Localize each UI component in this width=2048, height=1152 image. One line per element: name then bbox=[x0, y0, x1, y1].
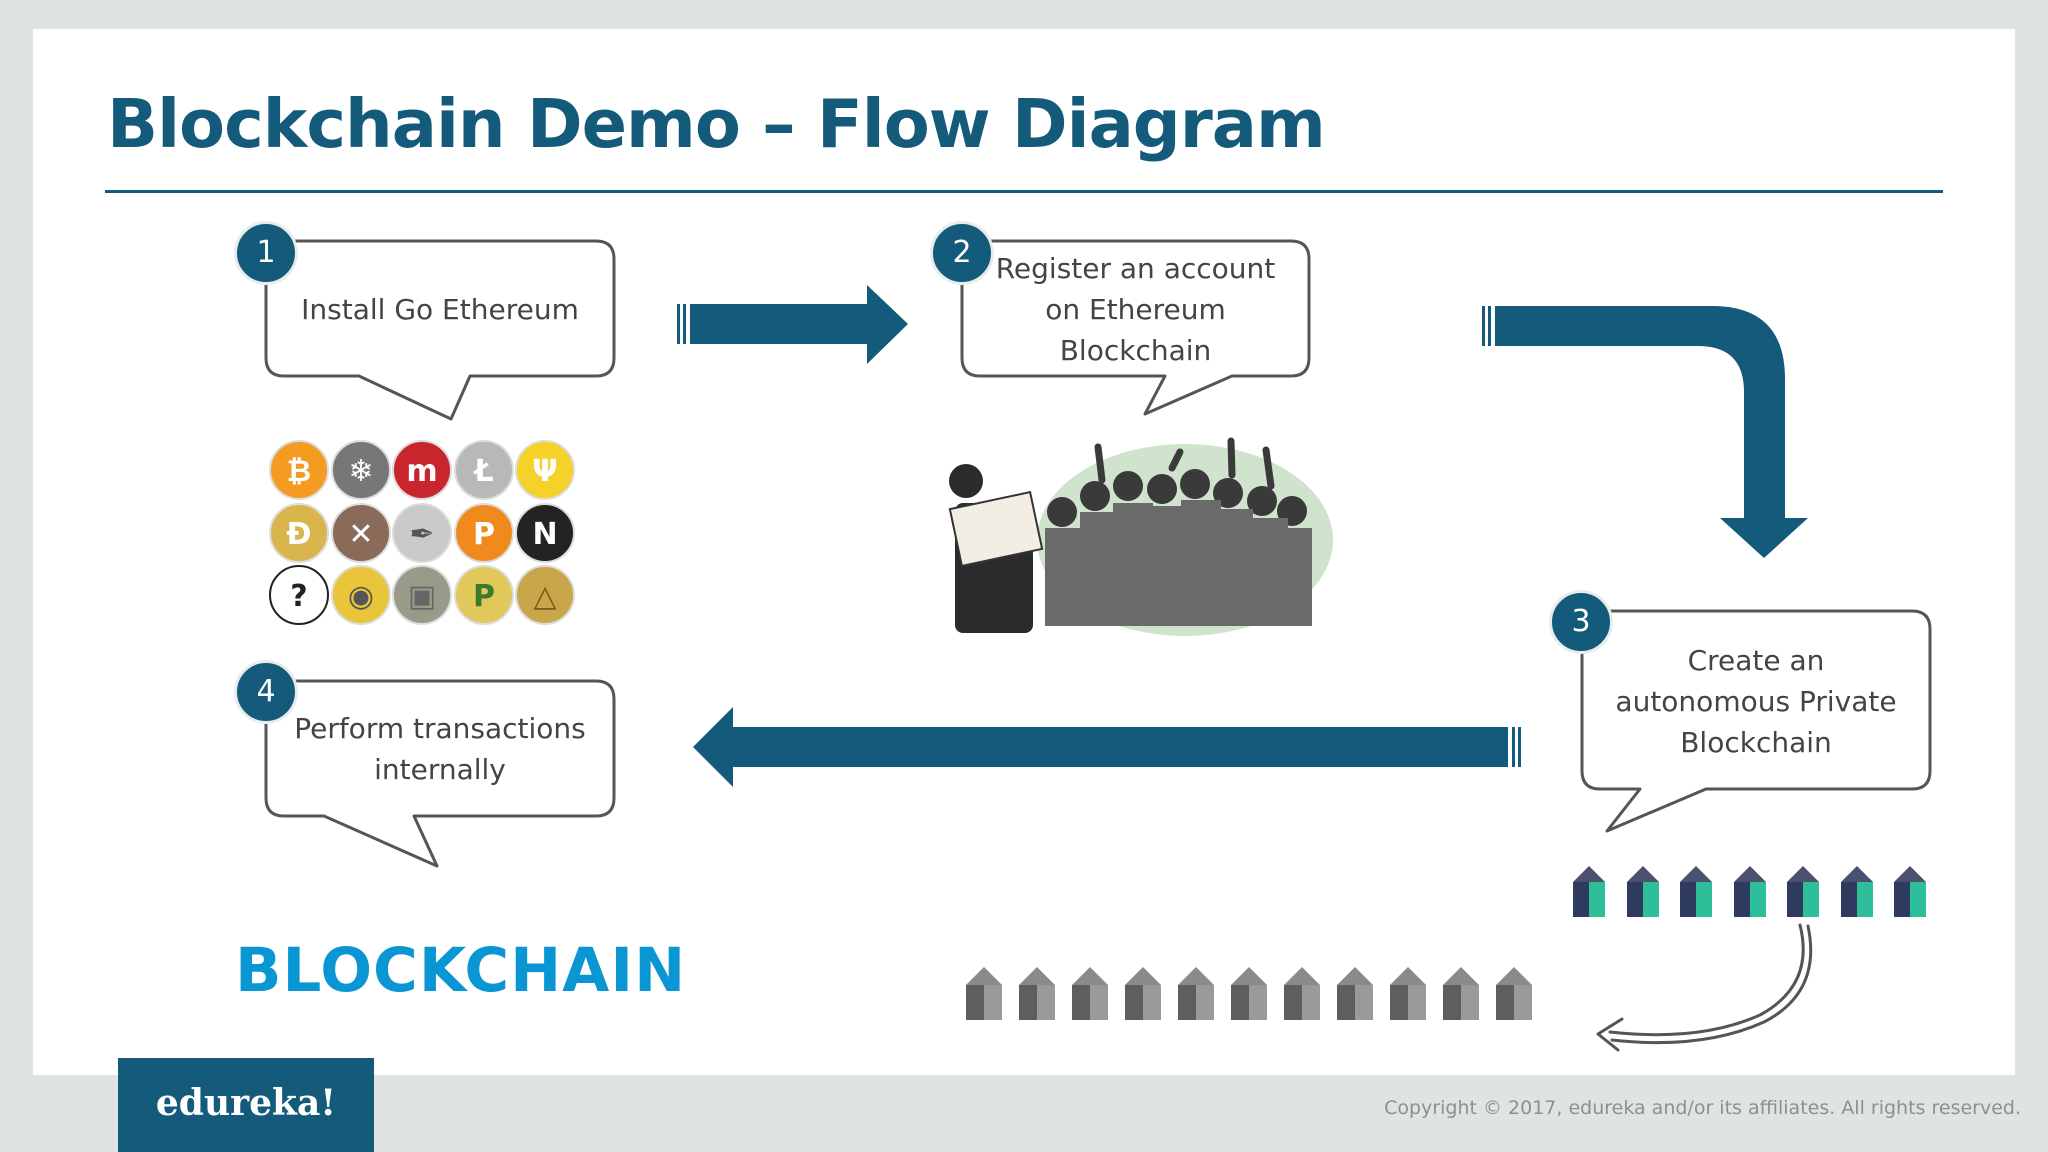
step-3-line-2: autonomous Private bbox=[1615, 685, 1897, 718]
feather-coin-icon bbox=[392, 503, 452, 563]
step-2-badge: 2 bbox=[930, 221, 994, 285]
litecoin-glyph: Ł bbox=[472, 454, 493, 489]
brand-badge: edureka! bbox=[118, 1058, 374, 1152]
peercoin-icon bbox=[454, 565, 514, 625]
megacoin-glyph: m bbox=[406, 454, 437, 489]
blockchain-logo: BLOCKCHAIN bbox=[235, 935, 687, 1006]
mask-coin-icon bbox=[269, 565, 329, 625]
square-glyph: ▣ bbox=[408, 579, 436, 614]
crypto-coins bbox=[269, 440, 575, 625]
step-2-text: Register an account on Ethereum Blockcha… bbox=[962, 248, 1309, 371]
bell-coin-icon bbox=[515, 565, 575, 625]
mask-glyph: ? bbox=[290, 579, 307, 614]
step-3-line-3: Blockchain bbox=[1680, 726, 1832, 759]
dogecoin-icon bbox=[269, 503, 329, 563]
cross-coin-icon bbox=[331, 503, 391, 563]
psi-glyph: Ψ bbox=[532, 454, 558, 489]
arrow-right bbox=[677, 285, 908, 364]
fish-glyph: ◉ bbox=[348, 579, 374, 614]
step-4-text: Perform transactions internally bbox=[266, 708, 614, 790]
doge-glyph: Ð bbox=[286, 517, 311, 552]
step-3-text: Create an autonomous Private Blockchain bbox=[1582, 640, 1930, 763]
cross-glyph: ✕ bbox=[348, 517, 373, 552]
crowd-illustration bbox=[948, 437, 1333, 636]
bitcoin-glyph: ₿ bbox=[287, 454, 311, 489]
litecoin-icon bbox=[454, 440, 514, 500]
step-1-line-1: Install Go Ethereum bbox=[301, 293, 579, 326]
square-coin-icon bbox=[392, 565, 452, 625]
step-2-line-3: Blockchain bbox=[1059, 334, 1212, 367]
brand-label: edureka! bbox=[155, 1082, 337, 1124]
feather-glyph: ✒ bbox=[409, 517, 434, 552]
gray-blocks-icon bbox=[966, 967, 1532, 1020]
arrow-curve-down bbox=[1482, 306, 1808, 558]
fish-coin-icon bbox=[331, 565, 391, 625]
snowflake-glyph: ❄ bbox=[348, 454, 373, 489]
p-coin-icon bbox=[454, 503, 514, 563]
step-2-line-1: Register an account bbox=[995, 252, 1276, 285]
step-1-text: Install Go Ethereum bbox=[266, 289, 614, 330]
copyright-text: Copyright © 2017, edureka and/or its aff… bbox=[1384, 1097, 2021, 1119]
step-4-line-1: Perform transactions bbox=[294, 712, 586, 745]
title-divider bbox=[105, 190, 1943, 193]
step-2-line-2: on Ethereum bbox=[1045, 293, 1226, 326]
page-title: Blockchain Demo – Flow Diagram bbox=[107, 85, 1326, 163]
bell-glyph: △ bbox=[533, 579, 556, 614]
step-1-bubble bbox=[264, 239, 616, 421]
peercoin-glyph: P bbox=[473, 579, 495, 614]
p-glyph: P bbox=[473, 517, 495, 552]
step-3-line-1: Create an bbox=[1687, 644, 1825, 677]
arrows bbox=[677, 285, 1808, 787]
step-4-badge: 4 bbox=[234, 660, 298, 724]
teal-blocks-icon bbox=[1573, 866, 1926, 917]
megacoin-icon bbox=[392, 440, 452, 500]
step-4-line-2: internally bbox=[374, 753, 506, 786]
curved-arrow-icon bbox=[1596, 923, 1813, 1052]
arrow-left bbox=[693, 707, 1521, 787]
n-glyph: N bbox=[532, 517, 557, 552]
step-1-badge: 1 bbox=[234, 221, 298, 285]
snowflake-coin-icon bbox=[331, 440, 391, 500]
psi-coin-icon bbox=[515, 440, 575, 500]
step-3-badge: 3 bbox=[1549, 590, 1613, 654]
n-coin-icon bbox=[515, 503, 575, 563]
bitcoin-coin-icon bbox=[269, 440, 329, 500]
